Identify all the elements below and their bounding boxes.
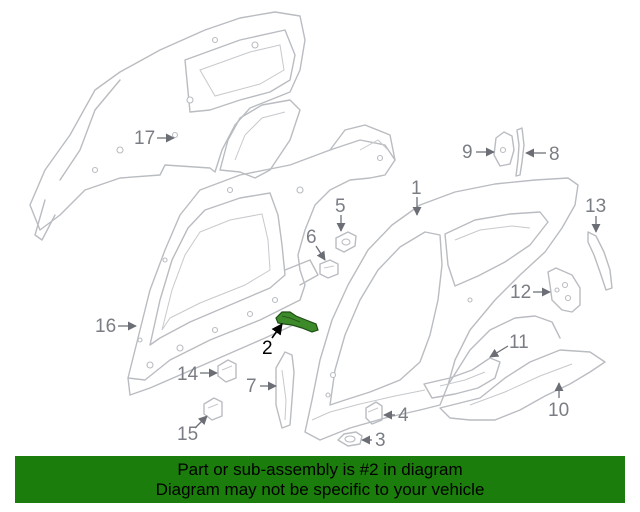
callout-8: 8 [525, 144, 560, 165]
part-2-reinforcement-bracket [275, 311, 319, 333]
part-9-housing-bracket [493, 131, 515, 167]
banner-line-1: Part or sub-assembly is #2 in diagram [177, 460, 463, 479]
part-3-plug [337, 431, 363, 447]
callout-16: 16 [95, 316, 137, 337]
callout-6: 6 [306, 227, 326, 261]
callout-7-label: 7 [246, 376, 257, 397]
callout-7: 7 [246, 376, 277, 397]
callout-10-label: 10 [548, 400, 569, 421]
callout-13-label: 13 [585, 196, 606, 217]
callout-1-label: 1 [411, 178, 422, 199]
callout-2-leader [271, 323, 283, 339]
callout-8-label: 8 [549, 144, 560, 165]
part-10-underbody-panel [439, 349, 606, 421]
info-banner: Part or sub-assembly is #2 in diagram Di… [15, 456, 625, 503]
callout-2: 2 [262, 323, 283, 359]
callout-6-label: 6 [306, 227, 317, 248]
part-13-rear-trim [587, 231, 613, 291]
part-5-clip [335, 231, 357, 253]
callout-13: 13 [585, 196, 606, 233]
callout-3: 3 [361, 430, 386, 451]
callout-9: 9 [462, 142, 495, 163]
callout-14-label: 14 [177, 364, 199, 385]
callout-17-label: 17 [134, 128, 155, 149]
callout-16-label: 16 [95, 316, 116, 337]
callout-15-label: 15 [177, 424, 198, 445]
callout-1: 1 [411, 178, 422, 216]
part-6-bracket [319, 259, 339, 279]
part-16-body-side-frame [127, 124, 396, 396]
parts-diagram: 1 2 3 4 5 6 7 8 9 10 11 12 [29, 11, 613, 451]
part-1-body-side-outer-panel [304, 177, 579, 441]
part-14-bracket [217, 359, 237, 383]
callout-17: 17 [134, 128, 175, 149]
callout-12: 12 [510, 282, 551, 303]
banner-line-2: Diagram may not be specific to your vehi… [155, 480, 485, 499]
part-7-pillar-reinforcement [275, 351, 295, 429]
callout-4-label: 4 [398, 405, 409, 426]
callout-2-label: 2 [262, 338, 273, 359]
callout-15-leader [194, 415, 208, 429]
callout-15: 15 [177, 415, 208, 445]
callout-11: 11 [489, 332, 529, 358]
part-15-bracket [203, 397, 223, 421]
callout-6-leader [315, 245, 326, 261]
part-12-corner-bracket [547, 267, 581, 313]
callout-4: 4 [383, 405, 409, 426]
callout-11-label: 11 [509, 332, 529, 353]
callout-5-label: 5 [335, 196, 346, 217]
part-4-bracket [365, 401, 383, 425]
part-11-underbody-shield [423, 357, 501, 399]
part-8-seal-strip [515, 127, 525, 177]
callout-11-leader [489, 345, 509, 358]
callout-9-label: 9 [462, 142, 473, 163]
callout-5: 5 [335, 196, 346, 232]
callout-12-label: 12 [510, 282, 531, 303]
callout-10: 10 [548, 382, 569, 421]
part-17-quarter-inner-panel [29, 11, 306, 241]
callout-14: 14 [177, 364, 218, 385]
callout-3-label: 3 [375, 430, 386, 451]
